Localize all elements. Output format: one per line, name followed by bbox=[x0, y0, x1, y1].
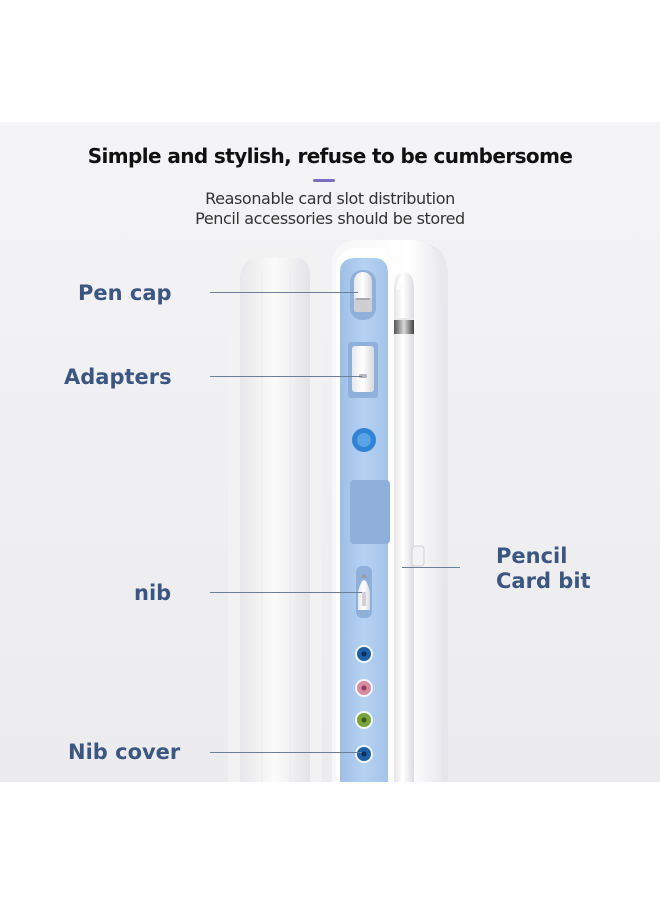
label-pen-cap: Pen cap bbox=[78, 281, 172, 305]
label-nib: nib bbox=[134, 581, 172, 605]
leader-nib bbox=[210, 592, 362, 593]
label-nib-cover: Nib cover bbox=[68, 740, 181, 764]
leader-pen-cap bbox=[210, 292, 358, 293]
subheadline-line1: Reasonable card slot distribution bbox=[205, 189, 455, 208]
pen-cap bbox=[354, 272, 372, 312]
pencil-case-photo bbox=[228, 240, 448, 782]
product-photo-panel: Simple and stylish, refuse to be cumbers… bbox=[0, 122, 660, 782]
nib bbox=[358, 574, 370, 610]
case-lid bbox=[228, 246, 322, 782]
leader-pencil-card-bit bbox=[402, 567, 460, 568]
accessory-tray bbox=[340, 258, 390, 782]
leader-nib-cover bbox=[210, 752, 362, 753]
label-card-bit: Card bit bbox=[496, 569, 591, 593]
headline: Simple and stylish, refuse to be cumbers… bbox=[87, 144, 573, 168]
accent-bar bbox=[313, 179, 335, 182]
adapter bbox=[352, 346, 374, 392]
pencil bbox=[394, 272, 414, 782]
nib-covers bbox=[355, 645, 373, 763]
label-pencil: Pencil bbox=[496, 544, 568, 568]
pencil-card-bit bbox=[411, 545, 425, 567]
label-adapters: Adapters bbox=[64, 365, 172, 389]
leader-adapters bbox=[210, 376, 362, 377]
subheadline-line2: Pencil accessories should be stored bbox=[195, 209, 465, 228]
